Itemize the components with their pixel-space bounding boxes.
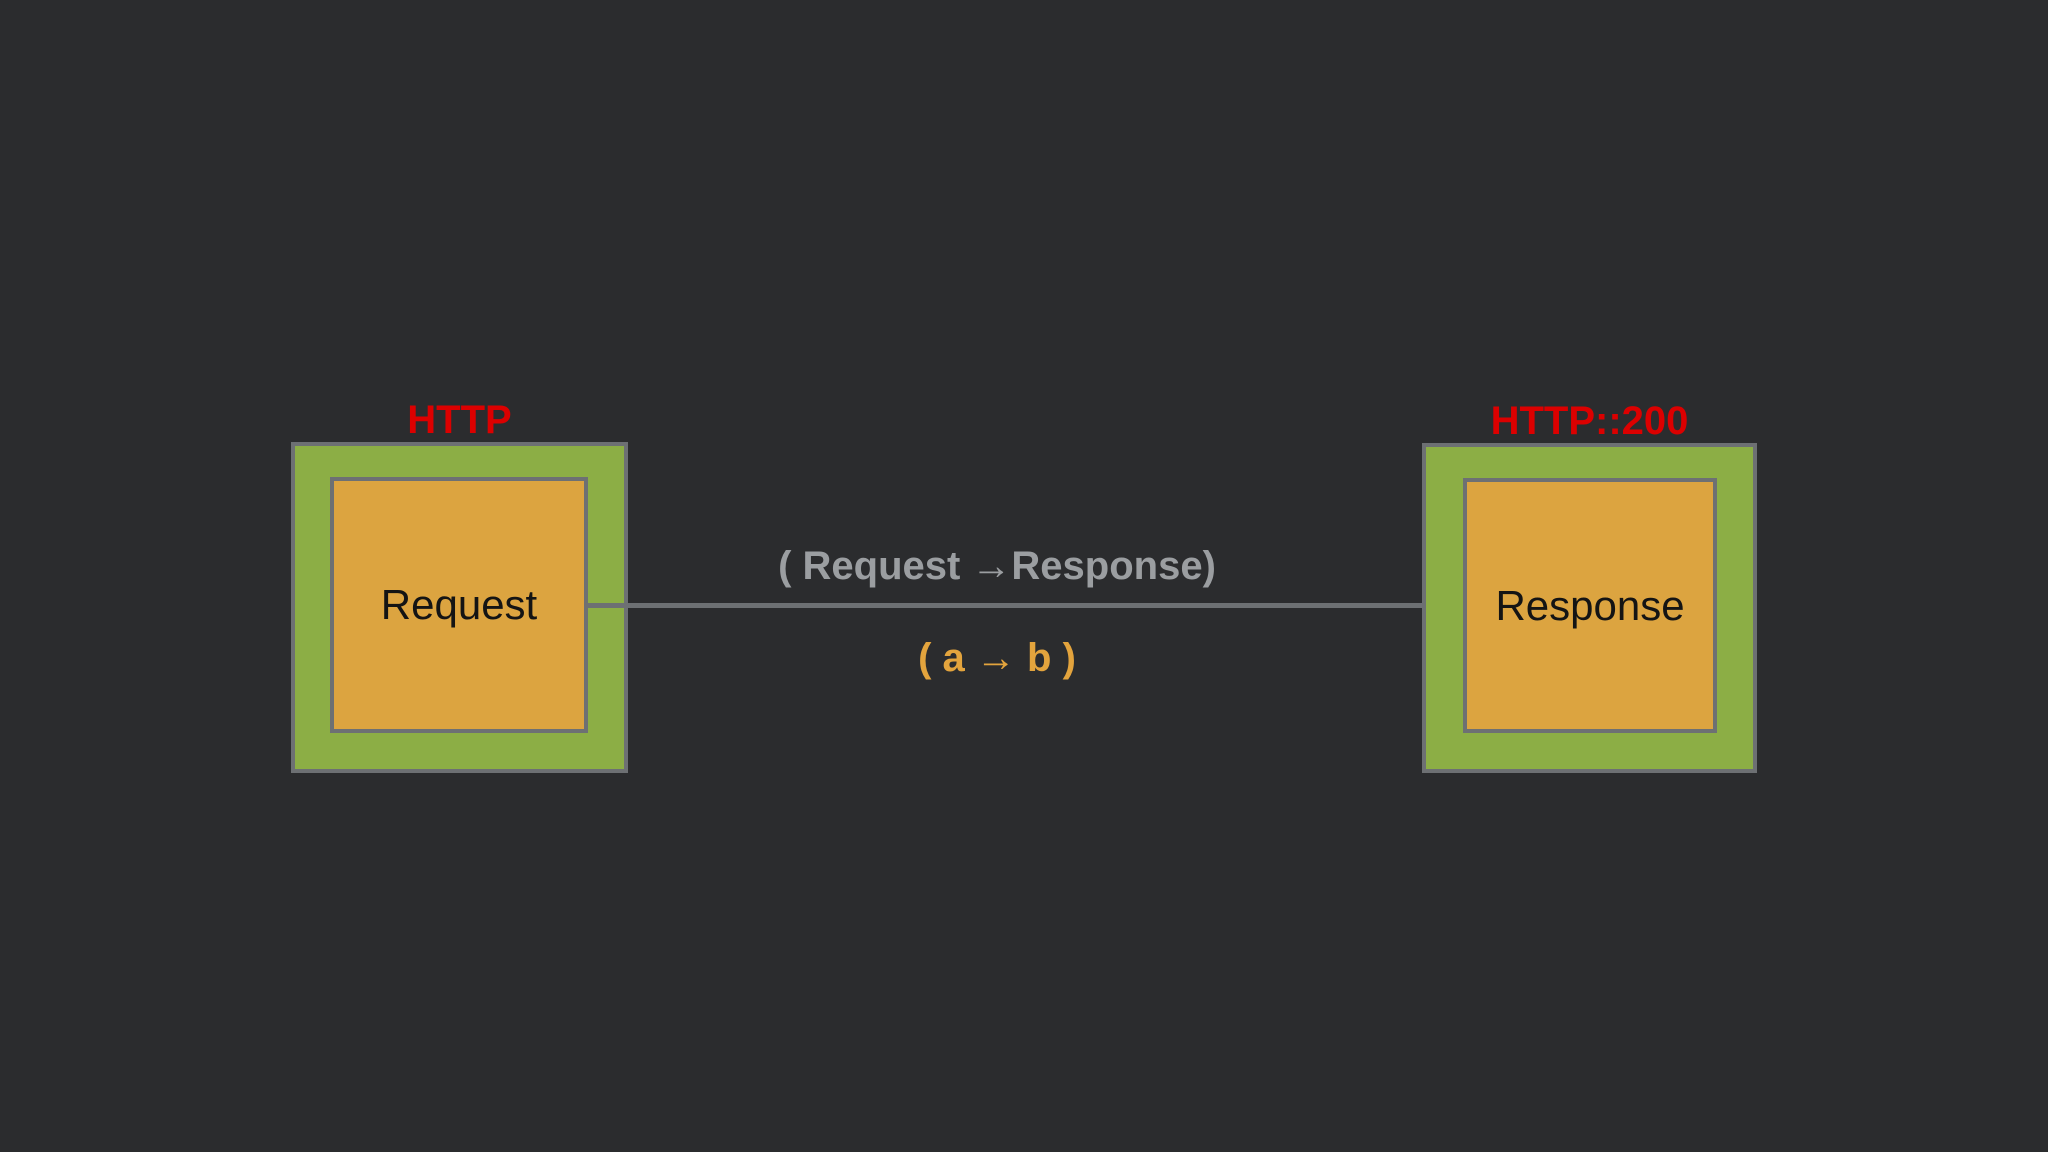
left-node-title: HTTP xyxy=(407,398,512,442)
right-node-title: HTTP::200 xyxy=(1490,399,1689,443)
right-node-box[interactable]: Response xyxy=(1463,478,1717,733)
edge-label-bottom: ( a → b ) xyxy=(918,636,1076,680)
right-node-label: Response xyxy=(1495,581,1685,629)
left-node-label: Request xyxy=(380,581,538,628)
left-node-box[interactable]: Request xyxy=(330,477,588,733)
edge-label-top: ( Request →Response) xyxy=(778,544,1216,588)
edge-line[interactable] xyxy=(584,603,1436,608)
